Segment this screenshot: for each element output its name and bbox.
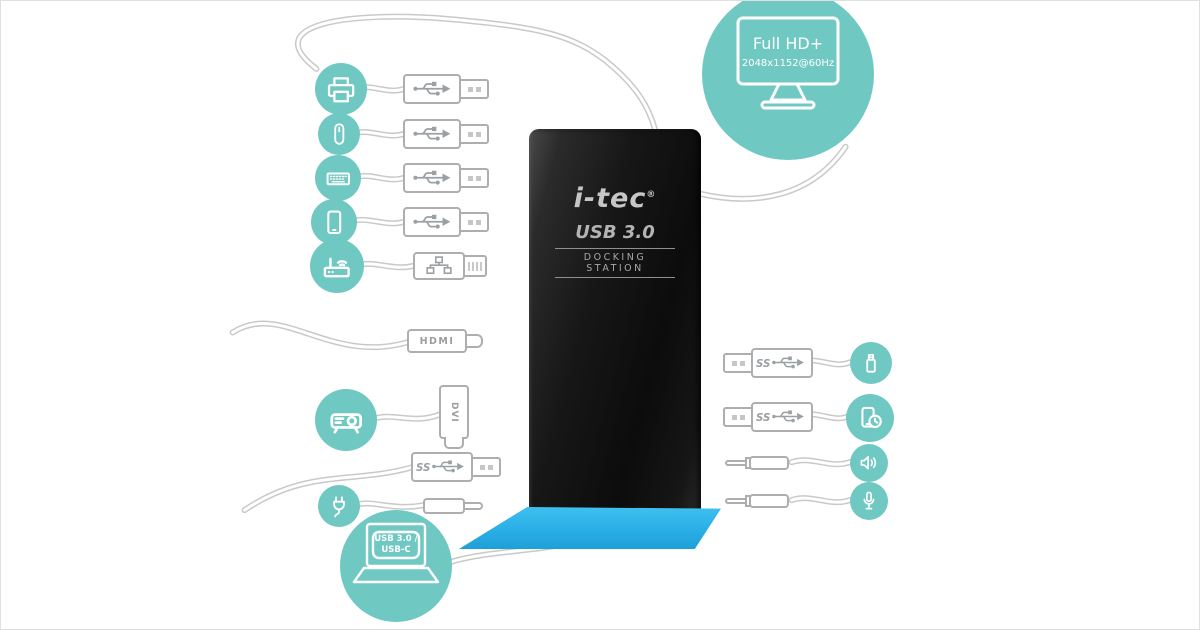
smartphone-clock-icon xyxy=(861,407,882,429)
power-body xyxy=(423,498,465,514)
usb-a-connector xyxy=(403,74,489,104)
usb3-body: SS xyxy=(411,452,473,482)
usb3-tip xyxy=(471,457,501,477)
flash-drive-badge xyxy=(850,342,892,384)
audio-jack-body xyxy=(749,456,789,470)
hdmi-body: HDMI xyxy=(407,329,467,353)
brand-name: i-tec xyxy=(573,183,647,214)
audio-out-connector xyxy=(725,456,789,470)
projector-badge xyxy=(315,389,377,451)
laptop-badge: USB 3.0 / USB-C xyxy=(340,510,452,622)
power-tip xyxy=(463,502,483,510)
cable xyxy=(347,216,408,227)
usb-a-body xyxy=(403,163,461,193)
dock-subtitle: DOCKING STATION xyxy=(555,248,675,278)
usb-a-body xyxy=(403,74,461,104)
docking-station: i-tec® USB 3.0 DOCKING STATION xyxy=(529,129,701,519)
usb-a-body xyxy=(403,119,461,149)
cable xyxy=(349,129,408,139)
monitor-badge: Full HD+ 2048x1152@60Hz xyxy=(702,1,874,160)
usb-trident-icon xyxy=(412,214,452,230)
power-connector xyxy=(423,498,483,514)
mouse-icon xyxy=(334,123,345,145)
svg-text:SS: SS xyxy=(416,463,430,474)
ethernet-body xyxy=(413,252,465,280)
audio-jack-pin xyxy=(725,498,747,504)
dvi-tip xyxy=(444,437,464,449)
mic-in-connector xyxy=(725,494,789,508)
usb-a-body xyxy=(403,207,461,237)
cable xyxy=(788,457,853,468)
phone-charging-badge xyxy=(846,394,894,442)
cable xyxy=(229,320,414,351)
registered-mark: ® xyxy=(646,190,657,200)
speaker-icon xyxy=(860,456,877,470)
dvi-connector: DVI xyxy=(439,385,469,449)
cable xyxy=(788,495,853,506)
microphone-badge xyxy=(850,482,888,520)
microphone-icon xyxy=(863,491,875,510)
wifi-router-icon xyxy=(323,257,351,278)
usb-a-tip xyxy=(459,124,489,144)
svg-text:SS: SS xyxy=(756,413,770,424)
mouse-badge xyxy=(318,113,360,155)
usb3-tip xyxy=(723,353,753,373)
usb-a-connector xyxy=(403,207,489,237)
itec-logo: i-tec® xyxy=(529,183,701,214)
ethernet-connector xyxy=(413,252,487,280)
usb3-connector: SS xyxy=(723,402,813,432)
printer-icon xyxy=(327,77,355,103)
cable xyxy=(369,411,444,423)
network-icon xyxy=(426,256,452,275)
dock-front-text: i-tec® USB 3.0 DOCKING STATION xyxy=(529,183,701,278)
usb3-body: SS xyxy=(751,348,813,378)
monitor-icon xyxy=(736,16,840,110)
superspeed-usb-icon: SS xyxy=(416,459,465,474)
projector-icon xyxy=(330,413,362,434)
tablet-icon xyxy=(327,210,341,234)
usb-a-tip xyxy=(459,168,489,188)
hdmi-label: HDMI xyxy=(419,335,455,347)
usb-trident-icon xyxy=(412,126,452,142)
usb3-tip xyxy=(723,407,753,427)
dvi-label: DVI xyxy=(449,401,459,423)
audio-jack-body xyxy=(749,494,789,508)
cable xyxy=(352,500,428,510)
cable xyxy=(353,260,418,271)
svg-text:SS: SS xyxy=(756,359,770,370)
usb-a-connector xyxy=(403,119,489,149)
router-badge xyxy=(310,239,364,293)
laptop-label-line2: USB-C xyxy=(381,545,411,555)
usb-flash-drive-icon xyxy=(866,353,876,373)
usb3-body: SS xyxy=(751,402,813,432)
cable xyxy=(350,173,408,183)
ethernet-tip xyxy=(463,255,487,277)
keyboard-icon xyxy=(326,172,350,185)
audio-jack-pin xyxy=(725,460,747,466)
usb-a-connector xyxy=(403,163,489,193)
keyboard-badge xyxy=(315,155,361,201)
hdmi-tip xyxy=(465,334,483,348)
usb3-connector: SS xyxy=(411,452,501,482)
speaker-badge xyxy=(850,444,888,482)
hdmi-connector: HDMI xyxy=(407,329,483,353)
monitor-resolution-label: Full HD+ 2048x1152@60Hz xyxy=(738,22,838,80)
laptop-port-label: USB 3.0 / USB-C xyxy=(373,532,419,558)
laptop-icon xyxy=(352,522,440,584)
usb3-connector: SS xyxy=(723,348,813,378)
superspeed-usb-icon: SS xyxy=(756,409,805,424)
monitor-title: Full HD+ xyxy=(752,33,824,53)
usb-a-tip xyxy=(459,212,489,232)
dock-stand xyxy=(459,507,721,549)
usb-trident-icon xyxy=(412,81,452,97)
usb-trident-icon xyxy=(412,170,452,186)
printer-badge xyxy=(315,63,367,115)
usb-a-tip xyxy=(459,79,489,99)
laptop-label-line1: USB 3.0 / xyxy=(374,534,418,545)
superspeed-usb-icon: SS xyxy=(756,355,805,370)
dvi-body: DVI xyxy=(439,385,469,439)
dock-model: USB 3.0 xyxy=(575,222,655,243)
monitor-subtitle: 2048x1152@60Hz xyxy=(741,57,835,69)
